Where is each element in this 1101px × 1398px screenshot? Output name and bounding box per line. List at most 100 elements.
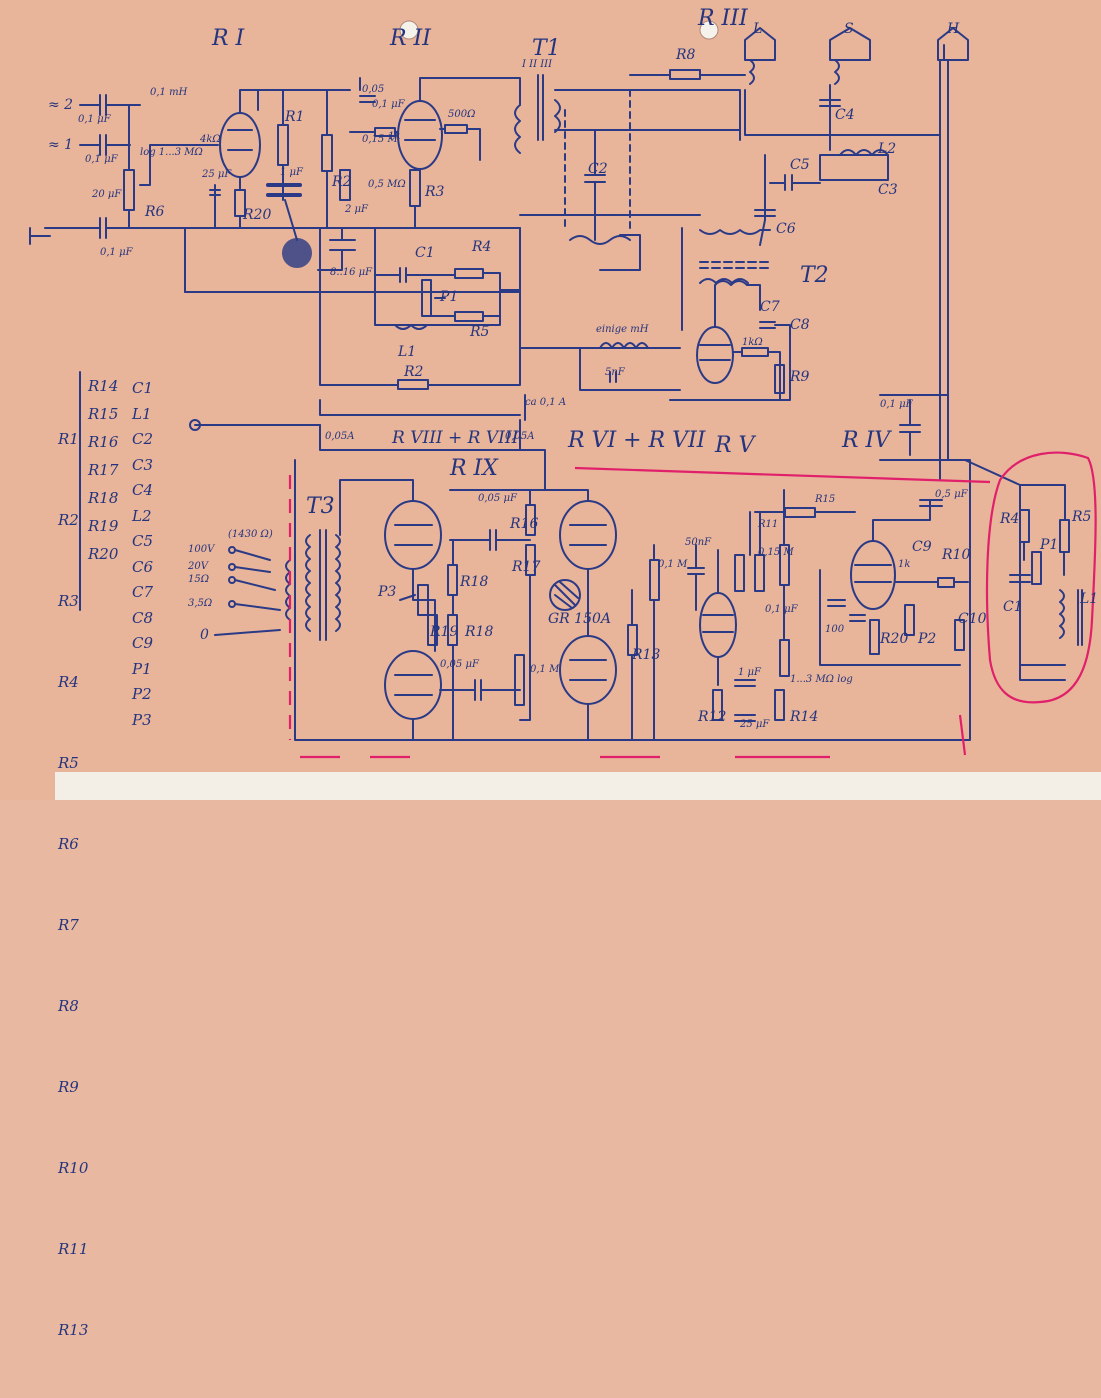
label-R14: R14 xyxy=(790,709,819,725)
val-01uF-d: 0,1 μF xyxy=(372,99,405,110)
parts-item: R1 xyxy=(58,430,79,448)
val-01uF-c: 0,1 μF xyxy=(100,247,133,258)
tone-filter-circuit xyxy=(1009,484,1083,666)
punch-hole xyxy=(399,20,419,40)
parts-item: R5 xyxy=(58,754,79,772)
label-C1-box: C1 xyxy=(1003,599,1023,615)
parts-item: R20 xyxy=(88,545,119,563)
paper-edge xyxy=(55,772,1101,800)
parts-list-col2: R14 R15 R16 R17 R18 R19 R20 xyxy=(88,372,118,568)
parts-item: P1 xyxy=(132,659,152,678)
label-R17: R17 xyxy=(512,559,541,575)
label-C9: C9 xyxy=(912,539,932,555)
val-5nF: 5nF xyxy=(605,367,625,378)
label-C1: C1 xyxy=(415,245,435,261)
label-R19: R19 xyxy=(430,624,459,640)
val-50nF: 50nF xyxy=(685,537,712,548)
label-R5: R5 xyxy=(470,324,490,340)
label-R20: R20 xyxy=(243,207,272,223)
label-R18-b: R18 xyxy=(465,624,494,640)
label-P2: P2 xyxy=(918,631,937,647)
parts-item: C5 xyxy=(132,532,154,550)
parts-item: C7 xyxy=(132,583,154,601)
power-amp-wiring xyxy=(189,419,1066,741)
parts-item: C9 xyxy=(132,634,154,652)
val-1k2: 1kΩ xyxy=(742,337,763,348)
t1-windings: I II III xyxy=(522,59,553,70)
input-1: ≈ 1 xyxy=(48,137,74,153)
schematic-sheet: R I R II R III L S H T1 I II III ≈ 2 ≈ 1… xyxy=(29,7,1101,1339)
val-4k: 4kΩ xyxy=(200,134,221,145)
label-L1: L1 xyxy=(398,344,417,360)
label-R2: R2 xyxy=(332,174,352,190)
label-R11: R11 xyxy=(758,519,779,530)
label-R8: R8 xyxy=(676,47,696,63)
parts-item: R11 xyxy=(58,1240,89,1258)
transformer-t1-label: T1 xyxy=(532,36,561,61)
val-1uF-b: 1 μF xyxy=(738,667,761,678)
section-label-r5: R V xyxy=(715,433,755,458)
val-005: 0,05 xyxy=(362,84,385,95)
label-Ra: R1 xyxy=(285,109,305,125)
terminal-S: S xyxy=(844,21,854,37)
label-R16: R16 xyxy=(510,516,539,532)
val-05uF: 0,5 μF xyxy=(935,489,968,500)
val-01uF-e: 0,1 μF xyxy=(880,399,913,410)
punch-hole xyxy=(699,20,719,40)
label-R5-box: R5 xyxy=(1072,509,1092,525)
label-P3: P3 xyxy=(378,584,397,600)
preamp-wiring xyxy=(29,27,969,481)
val-1k3: 1k xyxy=(898,559,911,570)
val-005uF-a: 0,05 μF xyxy=(478,493,517,504)
val-500: 500Ω xyxy=(448,109,476,120)
label-R4-box: R4 xyxy=(1000,511,1020,527)
label-R3: R3 xyxy=(425,184,445,200)
parts-item: L2 xyxy=(132,506,152,525)
label-C5: C5 xyxy=(790,157,810,173)
parts-item: C8 xyxy=(132,608,154,627)
section-label-r2: R II xyxy=(390,26,431,51)
transformer-t3-label: T3 xyxy=(306,494,335,519)
section-label-r9: R IX xyxy=(450,456,498,481)
label-L2: L2 xyxy=(878,141,897,157)
parts-item: C2 xyxy=(132,430,154,448)
val-pot-log: log 1...3 MΩ xyxy=(140,147,203,158)
input-voltage-4: 0 xyxy=(200,627,209,643)
label-C3: C3 xyxy=(878,182,898,198)
terminal-H: H xyxy=(947,21,960,37)
parts-item: R3 xyxy=(58,592,79,610)
parts-item: R10 xyxy=(58,1159,89,1177)
label-R4: R4 xyxy=(472,239,492,255)
val-100: 100 xyxy=(825,624,845,635)
label-R13: R13 xyxy=(632,647,661,663)
parts-item: P3 xyxy=(132,710,152,729)
label-C7: C7 xyxy=(760,299,780,315)
parts-item: R17 xyxy=(88,461,119,479)
val-1uF: 1 μF xyxy=(280,167,303,178)
parts-item: R8 xyxy=(58,997,79,1015)
parts-item: R6 xyxy=(58,835,79,853)
input-voltage-0: 100V xyxy=(188,544,215,555)
label-C2: C2 xyxy=(588,161,608,177)
val-01uF-f: 0,1 μF xyxy=(765,604,798,615)
val-01uF-b: 0,1 μF xyxy=(85,154,118,165)
parts-item: R2 xyxy=(58,511,79,529)
val-1k: 1k xyxy=(388,131,401,142)
parts-item: C4 xyxy=(132,481,154,499)
parts-item: R13 xyxy=(58,1321,89,1339)
val-8-16uF: 8..16 μF xyxy=(330,267,373,278)
parts-item: C3 xyxy=(132,455,154,474)
label-C6: C6 xyxy=(776,221,796,237)
label-R15: R15 xyxy=(815,494,836,505)
parts-item: P2 xyxy=(132,685,152,703)
label-C10: C10 xyxy=(958,611,987,627)
label-P1: P1 xyxy=(440,289,459,305)
label-R18: R18 xyxy=(460,574,489,590)
terminal-L: L xyxy=(753,21,763,37)
val-einige-mH: einige mH xyxy=(596,324,649,335)
parts-list-col3: C1 L1 C2 C3 C4 L2 C5 C6 C7 C8 C9 P1 P2 P… xyxy=(132,376,153,733)
label-R20-b: R20 xyxy=(880,631,909,647)
parts-item: R7 xyxy=(58,916,79,934)
label-P1-box: P1 xyxy=(1040,537,1059,553)
section-label-r6r7: R VI + R VII xyxy=(568,428,706,453)
